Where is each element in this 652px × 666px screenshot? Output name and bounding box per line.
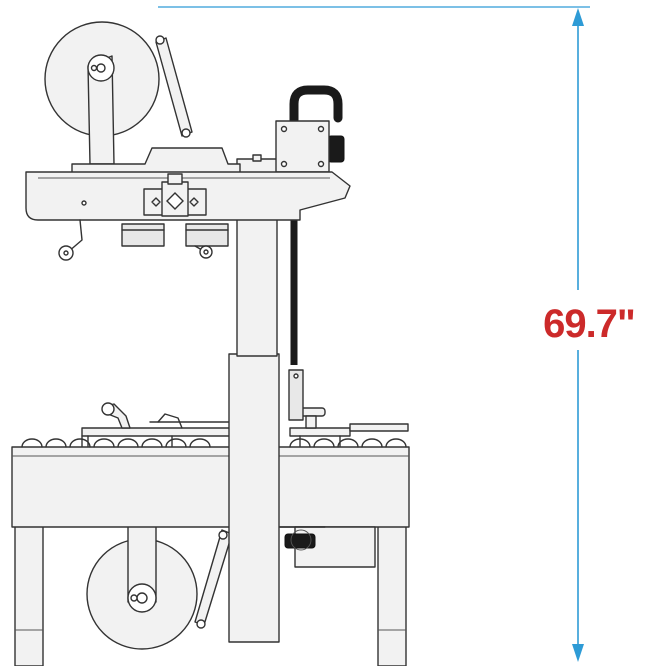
machine-legs [14,523,407,666]
dimension-arrow-top-icon [572,8,584,26]
top-motor-box [275,120,330,173]
leg-left [14,523,44,666]
top-tape-head [25,21,351,261]
black-cable [289,85,345,365]
height-dimension-label: 69.7" [543,302,636,346]
leg-right [377,523,407,666]
height-dimension [158,6,590,662]
lower-column [228,353,304,643]
bottom-drive-housing [279,526,376,568]
bottom-tape-roll [86,523,233,650]
outer-column [228,353,280,643]
table-frame [11,446,410,528]
conveyor-table [11,402,410,528]
conveyor-rollers [21,438,407,448]
dimension-arrow-bottom-icon [572,644,584,662]
